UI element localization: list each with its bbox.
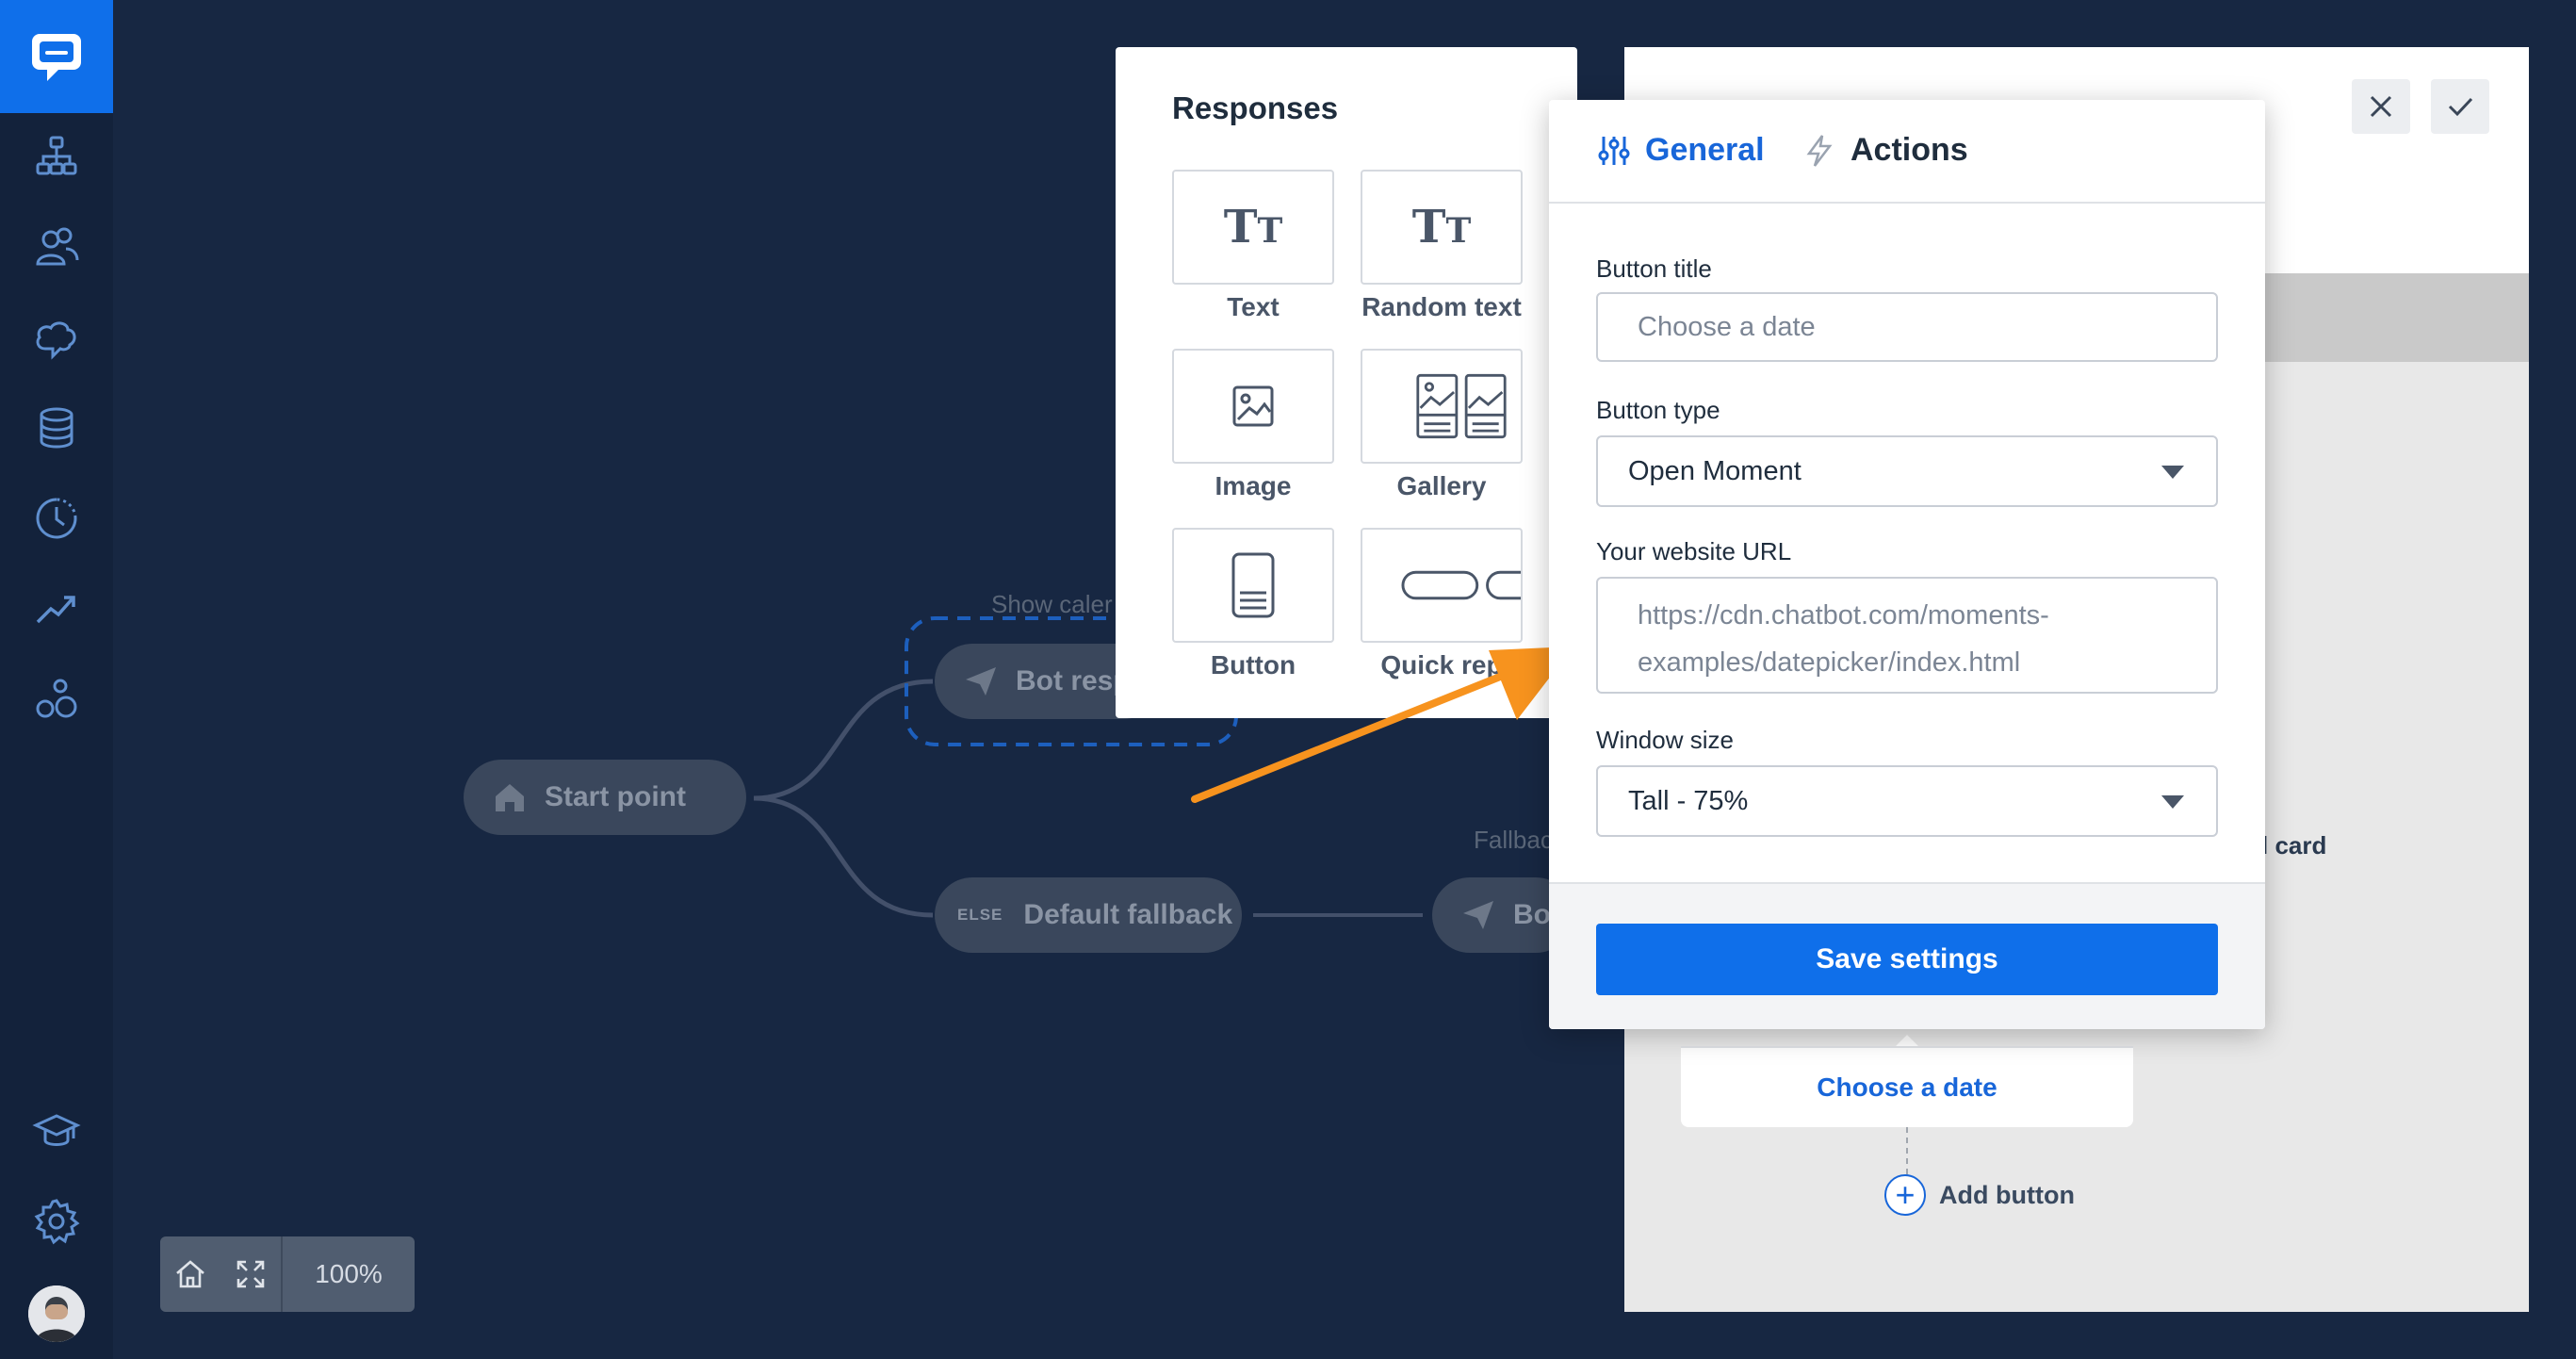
response-tile-text[interactable]: TT Text — [1172, 170, 1334, 322]
settings-gear-icon[interactable] — [28, 1193, 85, 1250]
tab-actions-label: Actions — [1850, 132, 1968, 168]
start-point-node[interactable]: Start point — [464, 760, 746, 835]
button-type-value: Open Moment — [1628, 455, 1802, 486]
chatbot-logo-icon[interactable] — [0, 0, 113, 113]
website-url-line-1: https://cdn.chatbot.com/moments- — [1638, 600, 2049, 630]
tab-general-label: General — [1645, 132, 1765, 168]
start-point-label: Start point — [545, 781, 686, 812]
button-type-select[interactable]: Open Moment — [1596, 435, 2218, 507]
response-tile-quick-reply[interactable]: Quick rep — [1361, 528, 1523, 680]
button-icon — [1231, 552, 1275, 618]
database-icon[interactable] — [28, 400, 85, 456]
check-icon — [2448, 97, 2473, 117]
response-tile-image[interactable]: Image — [1172, 349, 1334, 501]
website-url-input[interactable]: https://cdn.chatbot.com/moments- example… — [1596, 577, 2218, 694]
close-icon — [2370, 95, 2392, 118]
send-icon — [1463, 901, 1493, 929]
response-tile-label: Text — [1227, 292, 1280, 321]
response-tile-label: Image — [1215, 471, 1292, 500]
window-size-value: Tall - 75% — [1628, 785, 1749, 816]
chevron-down-icon — [2161, 795, 2184, 809]
add-button[interactable]: + Add button — [1884, 1174, 2075, 1216]
random-text-icon: TT — [1411, 201, 1472, 254]
dialog-tabs: General Actions — [1549, 100, 2265, 204]
sidebar — [0, 0, 113, 1359]
response-tile-label: Quick rep — [1380, 650, 1503, 680]
academy-graduation-icon[interactable] — [28, 1103, 85, 1159]
plus-icon: + — [1884, 1174, 1926, 1216]
response-tile-random-text[interactable]: TT Random text — [1361, 170, 1523, 322]
default-fallback-node[interactable]: ELSE Default fallback — [935, 877, 1242, 953]
window-size-label: Window size — [1596, 726, 1734, 754]
integrations-bubbles-icon[interactable] — [28, 671, 85, 728]
response-tile-gallery[interactable]: Gallery — [1361, 349, 1523, 501]
quick-reply-icon — [1401, 570, 1521, 600]
toolbar-divider — [281, 1236, 283, 1312]
dialog-footer: Save settings — [1549, 882, 2265, 1029]
canvas-toolbar: 100% — [160, 1236, 415, 1312]
website-url-line-2: examples/datepicker/index.html — [1638, 647, 2021, 678]
show-calendar-label: Show caler — [991, 590, 1113, 618]
sliders-icon — [1598, 136, 1630, 165]
add-button-label: Add button — [1939, 1180, 2075, 1209]
choose-date-button-preview[interactable]: Choose a date — [1681, 1035, 2133, 1127]
chevron-down-icon — [2161, 466, 2184, 479]
button-settings-dialog: General Actions Button title Choose a da… — [1549, 100, 2265, 1029]
tab-actions[interactable]: Actions — [1802, 132, 1968, 169]
bot-fallback-label: Bo — [1513, 899, 1551, 930]
confirm-button[interactable] — [2431, 79, 2489, 134]
add-connector — [1906, 1127, 1908, 1174]
default-fallback-label: Default fallback — [1023, 899, 1233, 930]
gallery-icon — [1416, 373, 1507, 439]
response-tile-label: Button — [1210, 650, 1296, 680]
text-icon: TT — [1223, 201, 1283, 254]
chat-cloud-icon[interactable] — [28, 309, 85, 366]
responses-title: Responses — [1172, 90, 1339, 125]
responses-panel: Responses TT Text TT Random text Image — [1116, 47, 1577, 718]
home-button[interactable] — [160, 1236, 220, 1312]
response-tile-label: Gallery — [1396, 471, 1487, 500]
response-tile-button[interactable]: Button — [1172, 528, 1334, 680]
zoom-level[interactable]: 100% — [315, 1259, 383, 1288]
fallback-label: Fallbac — [1474, 826, 1553, 854]
home-icon — [496, 784, 524, 811]
send-icon — [966, 667, 996, 696]
else-tag: ELSE — [957, 906, 1003, 924]
response-tile-label: Random text — [1361, 292, 1522, 321]
button-type-label: Button type — [1596, 396, 1720, 424]
bot-response-label: Bot resp — [1016, 665, 1131, 696]
image-icon — [1232, 385, 1274, 427]
tab-general[interactable]: General — [1596, 132, 1765, 169]
close-button[interactable] — [2352, 79, 2410, 134]
button-title-label: Button title — [1596, 254, 1712, 283]
users-icon[interactable] — [28, 219, 85, 275]
reports-trend-icon[interactable] — [28, 581, 85, 637]
stories-icon[interactable] — [28, 128, 85, 185]
expand-icon — [236, 1260, 265, 1288]
card-type-label: l card — [2261, 831, 2327, 860]
website-url-label: Your website URL — [1596, 537, 1792, 565]
window-size-select[interactable]: Tall - 75% — [1596, 765, 2218, 837]
history-clock-icon[interactable] — [28, 490, 85, 547]
user-avatar[interactable] — [28, 1285, 85, 1342]
home-icon — [176, 1260, 204, 1288]
fit-screen-button[interactable] — [220, 1236, 281, 1312]
save-settings-button[interactable]: Save settings — [1596, 924, 2218, 995]
button-title-input[interactable]: Choose a date — [1596, 292, 2218, 362]
lightning-icon — [1806, 134, 1833, 167]
